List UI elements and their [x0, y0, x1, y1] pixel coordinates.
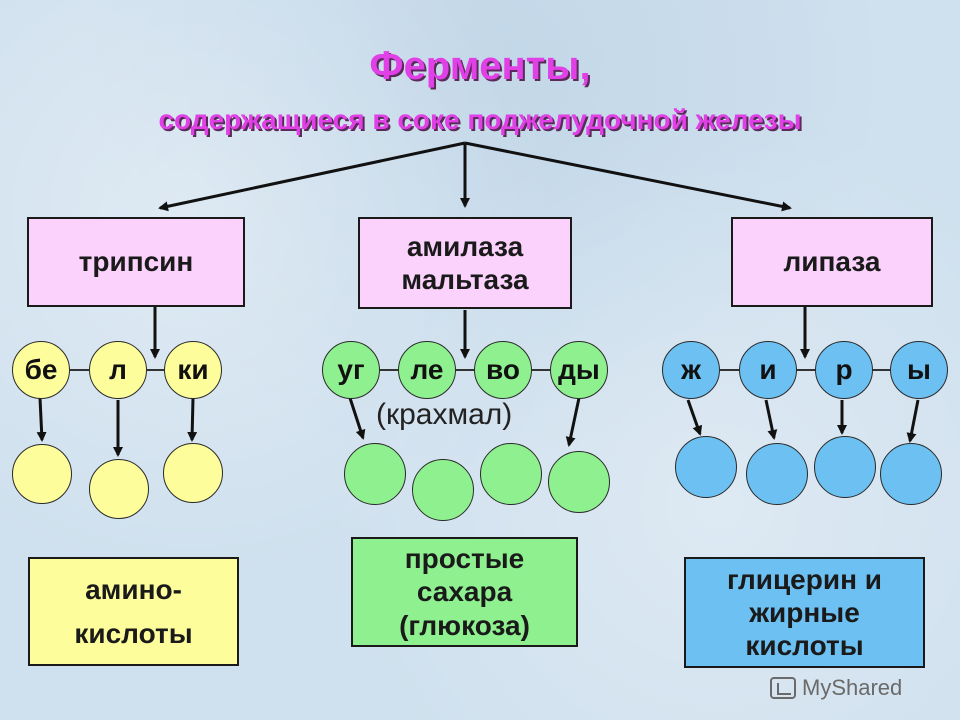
fatty-acid-circle [880, 443, 942, 505]
protein-syllable: ки [164, 341, 222, 399]
fat-syllable: и [739, 341, 797, 399]
watermark: MyShared [770, 675, 902, 701]
product-fat-line1: глицерин и [727, 563, 882, 595]
protein-syllable: бе [12, 341, 70, 399]
page-subtitle: содержащиеся в соке поджелудочной железы [158, 104, 802, 135]
arrow-to-lipase [464, 141, 792, 212]
fat-syllable: ы [890, 341, 948, 399]
amino-acid-circle [12, 444, 72, 504]
enzyme-lipase-label: липаза [783, 246, 881, 278]
amino-acid-circle [89, 459, 149, 519]
carb-syllable: уг [322, 341, 380, 399]
enzyme-maltase-label: мальтаза [401, 264, 529, 295]
fatty-acid-circle [746, 443, 808, 505]
glucose-circle [548, 451, 610, 513]
enzyme-amylase-box: амилаза мальтаза [358, 217, 572, 309]
enzyme-trypsin-label: трипсин [78, 246, 194, 278]
enzyme-amylase-label: амилаза [406, 230, 524, 262]
fat-syllable: ж [662, 341, 720, 399]
product-sugar-line3: (глюкоза) [399, 609, 530, 641]
carb-syllable: во [474, 341, 532, 399]
amino-acid-circle [163, 443, 223, 503]
carb-syllable: ды [550, 341, 608, 399]
product-sugar-line1: простые [404, 543, 525, 575]
page-title: Ферменты, [369, 44, 591, 88]
product-amino-line2: кислоты [74, 617, 193, 649]
product-sugar-line2: сахара [416, 576, 513, 608]
product-amino-line1: амино- [85, 574, 182, 606]
fatty-acid-circle [675, 436, 737, 498]
enzyme-trypsin-box: трипсин [27, 217, 245, 307]
product-amino-acids-box: амино- кислоты [28, 557, 239, 666]
starch-note: (крахмал) [376, 398, 513, 431]
product-fat-line2: жирные [749, 596, 860, 628]
arrow-to-trypsin [158, 141, 466, 212]
glucose-circle [480, 443, 542, 505]
watermark-text: MyShared [802, 675, 903, 700]
glucose-circle [412, 459, 474, 521]
fat-syllable: р [815, 341, 873, 399]
enzyme-lipase-box: липаза [731, 217, 933, 307]
protein-syllable: л [89, 341, 147, 399]
glucose-circle [344, 443, 406, 505]
carb-syllable: ле [398, 341, 456, 399]
product-sugars-box: простые сахара (глюкоза) [351, 537, 578, 647]
product-fat-line3: кислоты [745, 630, 864, 662]
product-glycerol-box: глицерин и жирные кислоты [684, 557, 925, 668]
presentation-icon [770, 677, 796, 699]
fatty-acid-circle [814, 436, 876, 498]
